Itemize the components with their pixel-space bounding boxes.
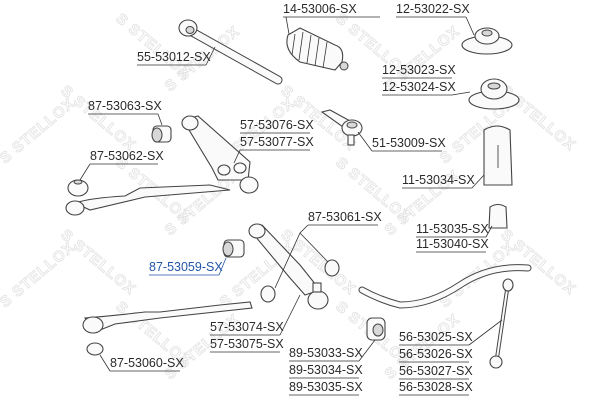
tie-rod-end [320, 109, 363, 146]
stabilizer-link [489, 278, 514, 369]
strut-mount-upper [461, 27, 513, 55]
watermark-text: S STELLOX [0, 95, 78, 167]
part-label[interactable]: 11-53034-SX [402, 173, 475, 187]
strut-mount-lower [468, 78, 520, 110]
bushing-87-53061 [324, 259, 340, 277]
link-rod-lower [82, 301, 253, 356]
part-label[interactable]: 11-53035-SX [416, 222, 489, 236]
part-label[interactable]: 12-53022-SX [396, 2, 470, 16]
part-label[interactable]: 12-53024-SX [382, 80, 456, 94]
part-label[interactable]: 51-53009-SX [372, 136, 446, 150]
bushing-87-53059 [222, 239, 245, 258]
part-label[interactable]: 57-53076-SX [240, 118, 314, 132]
part-label[interactable]: 55-53012-SX [137, 50, 211, 64]
control-arm-upper [181, 115, 259, 194]
stabilizer-bar [358, 264, 532, 309]
part-label-highlighted[interactable]: 87-53059-SX [149, 260, 223, 274]
leader-lines [79, 16, 503, 396]
inner-tie-rod [178, 19, 283, 85]
watermark-text: S STELLOX [0, 239, 78, 311]
part-label[interactable]: 56-53025-SX [399, 330, 473, 344]
part-label[interactable]: 87-53062-SX [90, 149, 164, 163]
control-arm-lower [248, 223, 329, 310]
part-label[interactable]: 11-53040-SX [416, 237, 489, 251]
part-label[interactable]: 56-53026-SX [399, 347, 473, 361]
part-label[interactable]: 57-53077-SX [240, 135, 314, 149]
watermark-text: S STELLOX [57, 226, 139, 298]
part-label[interactable]: 12-53023-SX [382, 63, 456, 77]
watermark-text: S STELLOX [57, 82, 139, 154]
bushing-87-53062 [67, 179, 89, 197]
part-labels: 14-53006-SX 12-53022-SX 55-53012-SX 12-5… [88, 2, 489, 394]
part-label[interactable]: 87-53061-SX [308, 210, 382, 224]
link-rod-upper [65, 184, 231, 216]
stabilizer-bushing [366, 317, 386, 341]
part-label[interactable]: 87-53060-SX [110, 356, 184, 370]
part-label[interactable]: 56-53027-SX [399, 364, 473, 378]
part-label[interactable]: 57-53074-SX [210, 320, 284, 334]
part-label[interactable]: 89-53035-SX [289, 380, 363, 394]
part-label[interactable]: 56-53028-SX [399, 380, 473, 394]
part-label[interactable]: 57-53075-SX [210, 337, 284, 351]
part-label[interactable]: 89-53033-SX [289, 346, 363, 360]
bushing-87-53063 [151, 125, 172, 143]
part-label[interactable]: 14-53006-SX [283, 2, 357, 16]
dust-boot [483, 125, 513, 186]
part-label[interactable]: 87-53063-SX [88, 99, 162, 113]
part-drawings [65, 19, 532, 369]
bump-stop [488, 203, 508, 229]
part-label[interactable]: 89-53034-SX [289, 363, 363, 377]
steering-boot [286, 27, 349, 71]
